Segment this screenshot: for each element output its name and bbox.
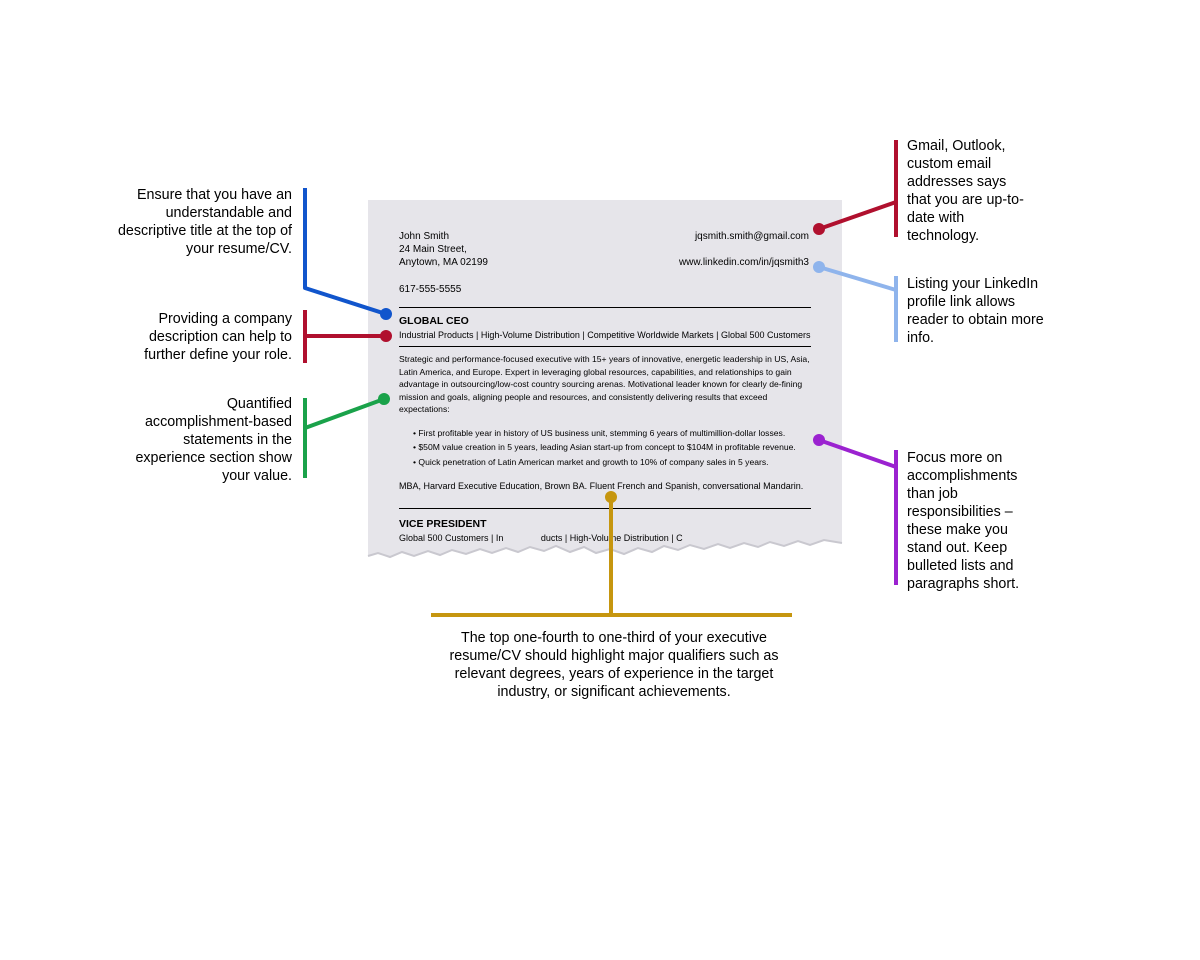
callout-quantified: Quantified accomplishment-based statemen… xyxy=(135,396,292,484)
resume-bullet: $50M value creation in 5 years, leading … xyxy=(413,440,833,454)
callout-qualifiers: The top one-fourth to one-third of your … xyxy=(449,630,779,700)
resume-divider xyxy=(399,307,811,308)
resume-linkedin: www.linkedin.com/in/jqsmith3 xyxy=(678,257,809,268)
resume-address-line1: 24 Main Street, xyxy=(399,244,467,255)
resume-name: John Smith xyxy=(399,231,450,242)
resume-role2-company: Global 500 Customers | In ducts | High-V… xyxy=(399,533,683,543)
resume-bullet-list: First profitable year in history of US b… xyxy=(413,426,833,469)
resume-bullet: First profitable year in history of US b… xyxy=(413,426,833,440)
resume-summary: Strategic and performance-focused execut… xyxy=(399,354,810,415)
callout-email: Gmail, Outlook, custom email addresses s… xyxy=(907,138,1024,244)
callout-company: Providing a company description can help… xyxy=(144,311,292,363)
resume-email: jqsmith.smith@gmail.com xyxy=(694,231,809,242)
resume-phone: 617-555-5555 xyxy=(399,284,462,295)
resume-role1-title: GLOBAL CEO xyxy=(399,315,469,327)
resume-role1-company: Industrial Products | High-Volume Distri… xyxy=(399,330,811,340)
resume-divider xyxy=(399,508,811,509)
resume-role2-title: VICE PRESIDENT xyxy=(399,518,487,530)
resume-bullet: Quick penetration of Latin American mark… xyxy=(413,455,833,469)
resume-education: MBA, Harvard Executive Education, Brown … xyxy=(399,481,804,491)
resume-address-line2: Anytown, MA 02199 xyxy=(399,257,488,268)
callout-title: Ensure that you have an understandable a… xyxy=(117,187,292,257)
callout-linkedin: Listing your LinkedIn profile link allow… xyxy=(907,276,1044,346)
callout-accomplishments: Focus more on accomplishments than job r… xyxy=(907,450,1020,592)
resume-divider xyxy=(399,346,811,347)
